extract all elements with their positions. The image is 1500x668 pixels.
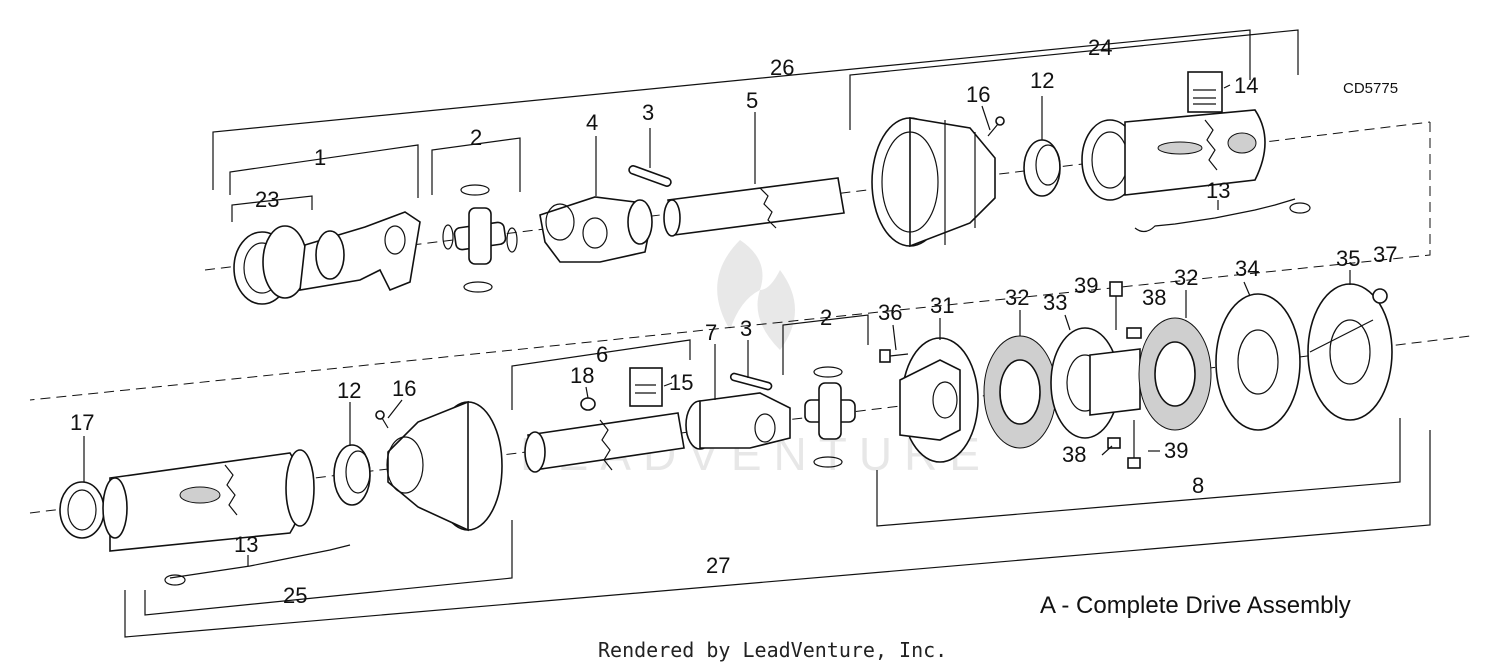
part-38-nut-upper — [1126, 327, 1142, 339]
callout-16-lower: 16 — [392, 376, 416, 401]
part-25-outer-tube-lower — [102, 449, 315, 552]
callout-35: 35 — [1336, 246, 1360, 271]
callout-4: 4 — [586, 110, 598, 135]
bracket-8 — [876, 418, 1401, 527]
callout-39-lower: 39 — [1164, 438, 1188, 463]
part-31-flange-yoke — [899, 337, 979, 463]
part-16-screw-lower — [375, 410, 389, 429]
callout-1: 1 — [314, 145, 326, 170]
callout-39-upper: 39 — [1074, 273, 1098, 298]
part-34-plate — [1215, 293, 1301, 431]
callout-16-upper: 16 — [966, 82, 990, 107]
callout-38-lower: 38 — [1062, 442, 1086, 467]
callout-13-lower: 13 — [234, 532, 258, 557]
callout-8: 8 — [1192, 473, 1204, 498]
part-13-chain-lower — [164, 544, 351, 586]
bracket-25 — [144, 520, 513, 616]
callout-26: 26 — [770, 55, 794, 80]
part-35-flange-plate — [1307, 283, 1393, 421]
callout-32-b: 32 — [1174, 265, 1198, 290]
part-12-bearing-lower — [333, 444, 371, 506]
callout-27: 27 — [706, 553, 730, 578]
callouts: 26 24 1 23 2 4 3 5 16 12 14 13 CD5775 17… — [70, 35, 1398, 608]
callout-6: 6 — [596, 342, 608, 367]
callout-2-upper: 2 — [470, 125, 482, 150]
part-36-bolt — [879, 349, 909, 363]
callout-32-a: 32 — [1005, 285, 1029, 310]
part-38-nut-lower — [1107, 437, 1121, 449]
callout-18: 18 — [570, 363, 594, 388]
callout-13-upper: 13 — [1206, 178, 1230, 203]
callout-3-upper: 3 — [642, 100, 654, 125]
part-2-cross-lower — [804, 366, 856, 468]
part-33-hub — [1050, 327, 1141, 439]
part-32-friction-disc-b — [1138, 317, 1212, 431]
callout-33: 33 — [1043, 290, 1067, 315]
part-6-inner-tube — [524, 367, 685, 473]
part-37-nut — [1372, 288, 1388, 304]
footer-credit: Rendered by LeadVenture, Inc. — [598, 638, 947, 662]
diagram-code: CD5775 — [1343, 80, 1398, 97]
callout-24: 24 — [1088, 35, 1112, 60]
assembly-caption: A - Complete Drive Assembly — [1040, 592, 1351, 619]
part-13-chain-upper — [1134, 198, 1311, 233]
bracket-24 — [849, 29, 1299, 130]
part-7-yoke — [685, 392, 791, 450]
bracket-27 — [124, 430, 1431, 638]
callout-17: 17 — [70, 410, 94, 435]
callout-5: 5 — [746, 88, 758, 113]
axis-connector — [29, 122, 1431, 401]
part-14-outer-tube — [1081, 71, 1266, 201]
callout-25: 25 — [283, 583, 307, 608]
bracket-2-lower — [782, 314, 869, 375]
part-24-shield-cone — [871, 117, 996, 248]
bracket-26 — [212, 29, 1251, 190]
callout-34: 34 — [1235, 256, 1259, 281]
part-4-yoke — [539, 196, 653, 263]
bracket-6 — [511, 339, 691, 410]
part-39-bolt-upper — [1109, 281, 1123, 330]
callout-15: 15 — [669, 370, 693, 395]
callout-3-lower: 3 — [740, 316, 752, 341]
leader-lines — [83, 84, 1374, 566]
part-23-ring — [233, 225, 308, 305]
callout-38-upper: 38 — [1142, 285, 1166, 310]
callout-12-lower: 12 — [337, 378, 361, 403]
callout-36: 36 — [878, 300, 902, 325]
part-18-grease-nipple — [580, 397, 596, 411]
bracket-1 — [229, 144, 419, 198]
callout-2-lower: 2 — [820, 305, 832, 330]
bracket-23 — [231, 195, 313, 222]
part-39-bolt-lower — [1127, 420, 1141, 469]
part-shield-cone-lower — [386, 400, 503, 532]
part-5-inner-tube — [663, 177, 845, 237]
part-17-cap — [59, 481, 105, 539]
part-3-pin-lower — [729, 372, 773, 391]
callout-7: 7 — [705, 320, 717, 345]
callout-14: 14 — [1234, 73, 1258, 98]
part-1-yoke — [299, 211, 421, 292]
part-2-cross-upper — [442, 184, 518, 293]
callout-37: 37 — [1373, 242, 1397, 267]
callout-31: 31 — [930, 293, 954, 318]
callout-12-upper: 12 — [1030, 68, 1054, 93]
callout-23: 23 — [255, 187, 279, 212]
bracket-2-upper — [431, 137, 521, 195]
part-12-bearing-upper — [1023, 139, 1061, 197]
part-16-screw-upper — [987, 116, 1005, 137]
part-32-friction-disc-a — [983, 335, 1057, 449]
part-3-pin-upper — [628, 165, 672, 187]
